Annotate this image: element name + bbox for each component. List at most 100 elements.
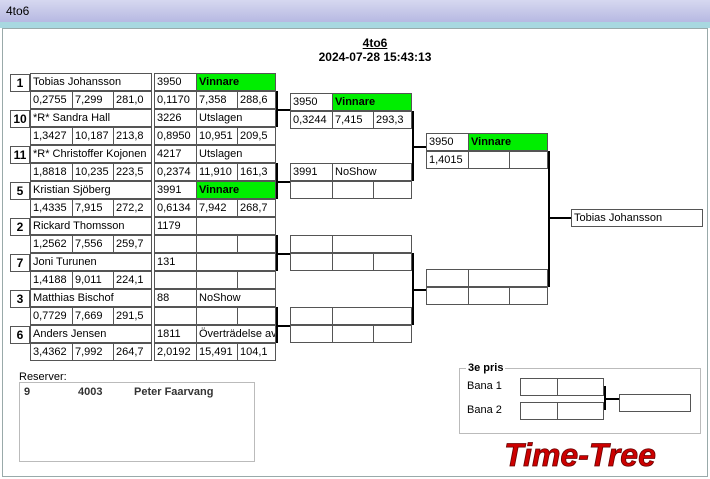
bracket-title: 4to6: [362, 36, 388, 50]
reserve-number: 4003: [78, 386, 103, 398]
third-lane1-slot[interactable]: [520, 378, 604, 396]
r2-stats-slot-3-cell-1: [332, 326, 373, 342]
r3-result-slot-1-cell-0: [427, 270, 468, 286]
r1-stats2-slot-1-cell-1: 10,951: [196, 128, 237, 144]
r3-connector-v: [548, 151, 550, 287]
r1-stats-slot-7-cell-1: 7,992: [72, 344, 113, 360]
r2-result-slot-1-cell-0: 3991: [293, 166, 318, 178]
r1-result-slot-5[interactable]: 131: [154, 253, 276, 271]
r1-stats-slot-1-cell-1: 10,187: [72, 128, 113, 144]
r3-result-slot-0-cell-1: Vinnare: [468, 134, 547, 150]
r2-stats-slot-0-cell-1: 7,415: [332, 112, 373, 128]
r2-connector-h-0: [414, 146, 426, 148]
r1-result-slot-4[interactable]: 1179: [154, 217, 276, 235]
r1-stats-slot-0-cell-2: 281,0: [113, 92, 151, 108]
r3-result-slot-1-cell-1: [468, 270, 547, 286]
r3-result-slot-1[interactable]: [426, 269, 548, 287]
r3-stats-slot-1-cell-2: [509, 288, 547, 304]
r1-stats2-slot-6[interactable]: [154, 307, 276, 325]
r1-stats-slot-2-cell-2: 223,5: [113, 164, 151, 180]
r1-stats2-slot-6-cell-2: [237, 308, 275, 324]
third-lane2-label: Bana 2: [467, 404, 502, 416]
r1-name-slot-2[interactable]: *R* Christoffer Kojonen: [30, 145, 152, 163]
r1-result-slot-2[interactable]: 4217 Utslagen: [154, 145, 276, 163]
r1-name-slot-3[interactable]: Kristian Sjöberg: [30, 181, 152, 199]
r3-stats-slot-1-cell-0: [427, 288, 468, 304]
r1-stats-slot-6-cell-0: 0,7729: [33, 310, 67, 322]
r1-stats2-slot-0-cell-2: 288,6: [237, 92, 275, 108]
r3-stats-slot-0[interactable]: 1,4015: [426, 151, 548, 169]
r1-stats2-slot-7-cell-0: 2,0192: [157, 346, 191, 358]
r2-stats-slot-1[interactable]: [290, 181, 412, 199]
r1-name-slot-0[interactable]: Tobias Johansson: [30, 73, 152, 91]
r1-connector-h-0: [278, 109, 290, 111]
r1-name-slot-5[interactable]: Joni Turunen: [30, 253, 152, 271]
r1-stats-slot-5-cell-0: 1,4188: [33, 274, 67, 286]
r1-result-slot-5-cell-1: [196, 254, 275, 270]
third-connector-h: [606, 398, 619, 400]
seed-3: 5: [10, 182, 30, 200]
r3-stats-slot-1[interactable]: [426, 287, 548, 305]
r1-name-slot-3-cell-0: Kristian Sjöberg: [33, 184, 111, 196]
r1-stats2-slot-3-cell-1: 7,942: [196, 200, 237, 216]
seed-4: 2: [10, 218, 30, 236]
r2-result-slot-3-cell-1: [332, 308, 411, 324]
third-winner-slot[interactable]: [619, 394, 691, 412]
r2-result-slot-2[interactable]: [290, 235, 412, 253]
r1-name-slot-6[interactable]: Matthias Bischof: [30, 289, 152, 307]
third-lane1-label: Bana 1: [467, 380, 502, 392]
r3-stats-slot-0-cell-1: [468, 152, 509, 168]
r1-name-slot-7[interactable]: Anders Jensen: [30, 325, 152, 343]
bracket-datetime: 2024-07-28 15:43:13: [318, 50, 432, 64]
r2-result-slot-3[interactable]: [290, 307, 412, 325]
r1-name-slot-7-cell-0: Anders Jensen: [33, 328, 107, 340]
r1-result-slot-2-cell-0: 4217: [157, 148, 182, 160]
r1-stats2-slot-5[interactable]: [154, 271, 276, 289]
third-lane2-cell: [557, 403, 560, 419]
r1-name-slot-1[interactable]: *R* Sandra Hall: [30, 109, 152, 127]
r1-connector-h-2: [278, 253, 290, 255]
r1-name-slot-2-cell-0: *R* Christoffer Kojonen: [33, 148, 147, 160]
r2-stats-slot-3[interactable]: [290, 325, 412, 343]
r2-stats-slot-2[interactable]: [290, 253, 412, 271]
final-winner-slot[interactable]: Tobias Johansson: [571, 209, 703, 227]
third-lane2-slot[interactable]: [520, 402, 604, 420]
r1-result-slot-3-cell-0: 3991: [157, 184, 182, 196]
r1-stats2-slot-1-cell-0: 0,8950: [157, 130, 191, 142]
r1-name-slot-4[interactable]: Rickard Thomsson: [30, 217, 152, 235]
r1-result-slot-2-cell-1: Utslagen: [196, 146, 275, 162]
r1-name-slot-5-cell-0: Joni Turunen: [33, 256, 97, 268]
seed-2: 11: [10, 146, 30, 164]
r1-stats-slot-3-cell-0: 1,4335: [33, 202, 67, 214]
r1-result-slot-3-cell-1: Vinnare: [196, 182, 275, 198]
r1-stats2-slot-5-cell-2: [237, 272, 275, 288]
r1-stats2-slot-3-cell-0: 0,6134: [157, 202, 191, 214]
r1-result-slot-3[interactable]: 3991 Vinnare: [154, 181, 276, 199]
r1-name-slot-4-cell-0: Rickard Thomsson: [33, 220, 125, 232]
r1-stats2-slot-2-cell-0: 0,2374: [157, 166, 191, 178]
third-place-title: 3e pris: [466, 362, 506, 374]
reserves-list[interactable]: 9 4003 Peter Faarvang: [19, 382, 255, 462]
r1-stats2-slot-4[interactable]: [154, 235, 276, 253]
